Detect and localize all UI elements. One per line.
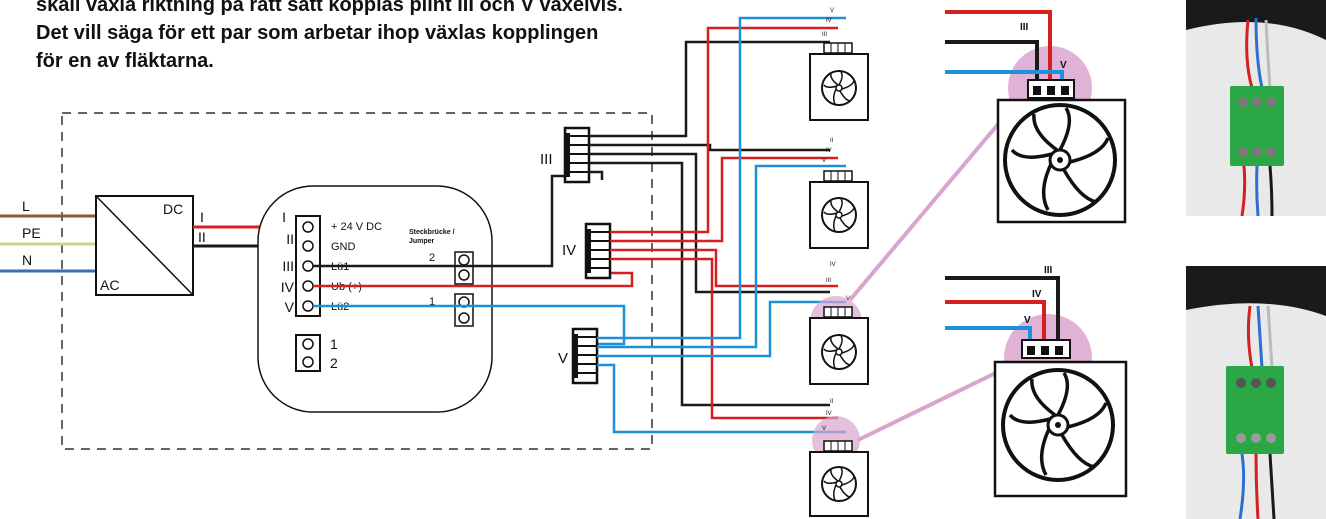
- fan-2: II IV V: [809, 138, 869, 249]
- wires-iii: [589, 40, 830, 407]
- distributor-v-label: V: [558, 350, 568, 367]
- fan-1-pin-iv: IV: [826, 18, 832, 24]
- fan-3-pin-iii: III: [826, 278, 831, 284]
- wire-ub: [313, 271, 634, 288]
- psu-out-1: I: [200, 209, 204, 225]
- label-l: L: [22, 198, 30, 214]
- instructions-text: skall växla riktning på rätt sätt koppla…: [36, 0, 736, 75]
- terminal-num-4: IV: [281, 279, 295, 295]
- terminal-label-2: GND: [331, 241, 356, 253]
- fan-4: II IV V: [809, 399, 869, 517]
- aux-label-2: 2: [330, 355, 338, 371]
- jumper-2-block: [454, 251, 474, 285]
- label-pe: PE: [22, 225, 41, 241]
- fan-2-pin-v: V: [822, 158, 826, 164]
- instruction-line-1: skall växla riktning på rätt sätt koppla…: [36, 0, 623, 16]
- connector-photo-bottom: [1186, 266, 1326, 519]
- terminal-num-1: I: [282, 209, 286, 225]
- aux-label-1: 1: [330, 336, 338, 352]
- wire-lu2: [313, 304, 626, 346]
- zoom-line-1: [848, 108, 1012, 302]
- enclosure-outline: [61, 112, 653, 450]
- fan-4-pin-iv: IV: [826, 411, 832, 417]
- power-supply: DC AC: [95, 195, 194, 296]
- fan-4-pin-v: V: [822, 426, 826, 432]
- detail-fan-top: III V: [945, 10, 1127, 224]
- terminal-num-2: II: [286, 231, 294, 247]
- fan-2-pin-iv: IV: [826, 148, 832, 154]
- label-n: N: [22, 252, 32, 268]
- controller-module: I II III IV V + 24 V DC GND Lü1 Ub (+) L…: [257, 185, 493, 413]
- distributor-iii: [563, 126, 591, 184]
- terminal-num-5: V: [285, 299, 295, 315]
- fan-3: IV III V: [809, 262, 869, 385]
- detail-fan-bottom: III IV V: [945, 265, 1128, 498]
- fan-3-pin-v: V: [846, 296, 850, 302]
- connector-photo-top: [1186, 0, 1326, 216]
- instruction-line-3: för en av fläktarna.: [36, 50, 214, 72]
- instruction-line-2: Det vill säga för ett par som arbetar ih…: [36, 22, 599, 44]
- psu-ac-label: AC: [100, 277, 119, 293]
- wires-v: [597, 16, 846, 434]
- jumper-title-1: Steckbrücke /: [409, 229, 455, 236]
- fan-1: V IV III: [809, 8, 869, 121]
- distributor-iv-label: IV: [562, 242, 576, 259]
- terminal-label-1: + 24 V DC: [331, 221, 382, 233]
- jumper-1-block: [454, 293, 474, 327]
- terminal-num-3: III: [282, 258, 294, 274]
- fan-1-pin-v: V: [830, 8, 834, 14]
- jumper-2-label: 2: [429, 252, 435, 264]
- psu-out-2: II: [198, 229, 206, 245]
- jumper-title-2: Jumper: [409, 238, 435, 245]
- detail-bottom-iv: IV: [1032, 289, 1042, 300]
- detail-bottom-iii: III: [1044, 265, 1053, 276]
- aux-terminal: [295, 334, 321, 372]
- jumper-1-label: 1: [429, 296, 435, 308]
- zoom-line-2: [857, 364, 1011, 442]
- fan-2-pin-ii: II: [830, 138, 834, 144]
- distributor-iii-label: III: [540, 151, 553, 168]
- detail-top-iii: III: [1020, 22, 1029, 33]
- detail-bottom-v: V: [1024, 315, 1031, 326]
- fan-4-pin-ii: II: [830, 399, 834, 405]
- distributor-iv: [584, 222, 612, 280]
- psu-dc-label: DC: [163, 201, 183, 217]
- wires-iv: [610, 26, 838, 420]
- distributor-v: [571, 327, 599, 385]
- detail-top-v: V: [1060, 60, 1067, 71]
- fan-1-pin-iii: III: [822, 32, 827, 38]
- fan-3-pin-iv: IV: [830, 262, 836, 268]
- wire-lu1: [313, 174, 565, 268]
